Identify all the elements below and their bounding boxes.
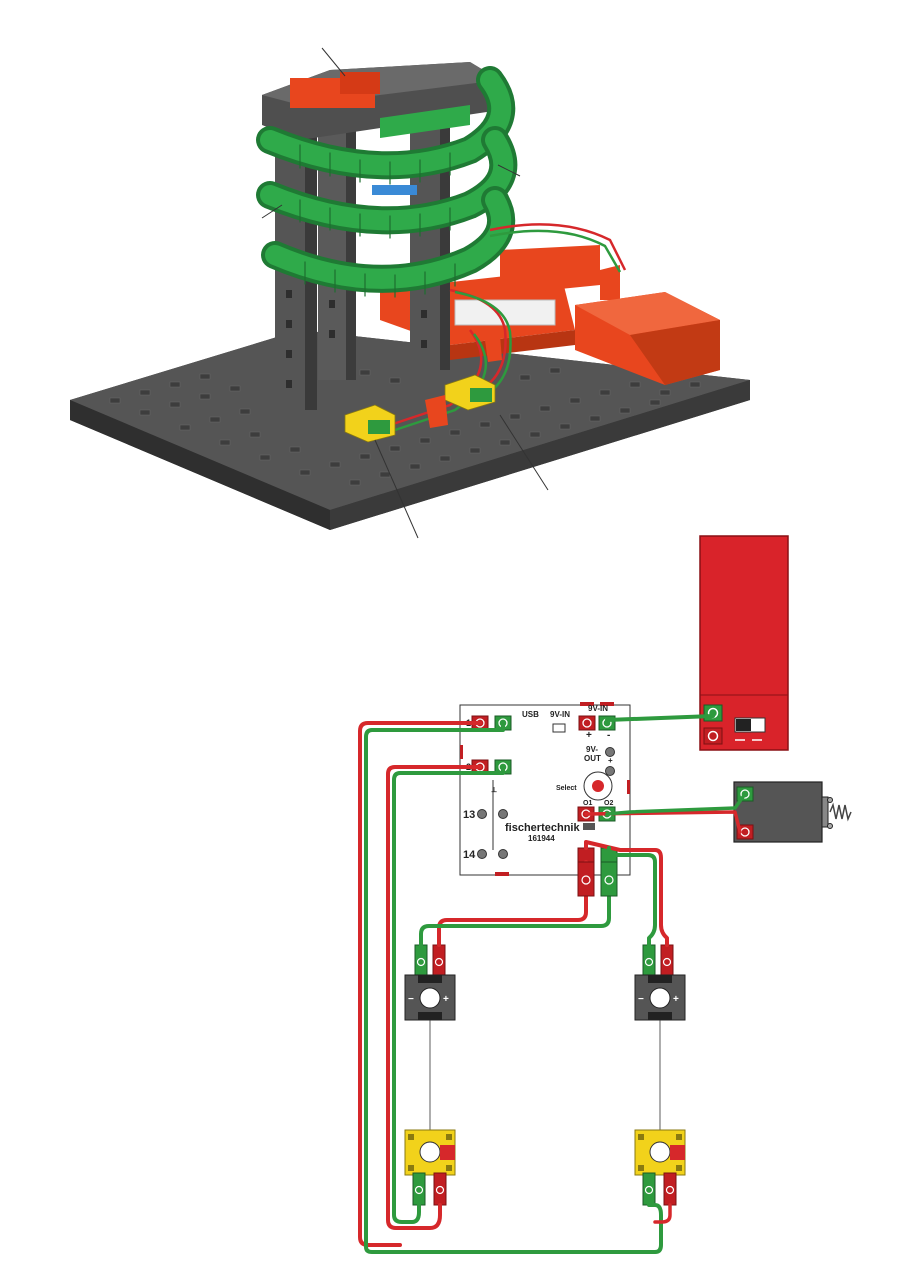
wires xyxy=(358,714,747,1254)
motor xyxy=(733,781,852,843)
wire-lamp-left-green xyxy=(419,860,611,947)
battery-pack xyxy=(699,535,789,751)
svg-text:+: + xyxy=(443,994,449,1005)
phototransistor-model-1 xyxy=(344,404,396,443)
lens-light-model xyxy=(425,395,448,428)
brand-label: fischertechnik xyxy=(505,822,580,834)
plug-tips xyxy=(577,861,618,897)
select-button[interactable] xyxy=(583,771,613,801)
input-14-ground-socket[interactable] xyxy=(498,849,508,859)
phototransistor-model-2 xyxy=(444,374,496,411)
input-13-label: 13 xyxy=(463,809,475,821)
minus-label: - xyxy=(607,730,610,741)
lens-light-model-2 xyxy=(485,335,502,362)
spring-icon xyxy=(829,802,852,822)
svg-text:+: + xyxy=(673,994,679,1005)
wire-i1-green xyxy=(364,721,663,1254)
wire-battery-green xyxy=(605,714,715,725)
vin-label: 9V-IN xyxy=(550,710,570,719)
lens-lamp-right: − + xyxy=(634,944,686,1021)
input-14-label: 14 xyxy=(463,849,476,861)
wire-motor-green xyxy=(605,792,747,816)
output-o2-label: O2 xyxy=(604,800,613,807)
output-o1-label: O1 xyxy=(583,800,592,807)
phototransistor-left xyxy=(404,1129,456,1206)
svg-text:−: − xyxy=(638,994,644,1005)
motor-socket-red[interactable] xyxy=(736,824,754,840)
top-frame xyxy=(262,62,500,195)
wire-i2-green xyxy=(392,765,505,1224)
usb-label: USB xyxy=(522,710,539,719)
battery-box-model xyxy=(575,292,720,385)
phototransistor-right xyxy=(634,1129,686,1206)
wire-lamp-right-green xyxy=(607,846,657,947)
wire-lamp-right-red xyxy=(584,840,669,947)
green-spiral-track xyxy=(256,66,518,298)
plus-label: + xyxy=(586,730,592,741)
baseplate xyxy=(70,330,750,530)
vout-socket-1[interactable] xyxy=(605,747,615,757)
part-number: 161944 xyxy=(528,834,555,843)
select-label: Select xyxy=(556,785,577,792)
input-13-ground-socket[interactable] xyxy=(498,809,508,819)
battery-socket-red[interactable] xyxy=(703,727,723,745)
wire-photo-right-red xyxy=(653,1203,672,1224)
battery-socket-green[interactable] xyxy=(703,704,723,722)
model-illustration xyxy=(70,47,750,539)
input-14-socket[interactable] xyxy=(477,849,487,859)
vout-socket-2[interactable] xyxy=(605,766,615,776)
svg-text:−: − xyxy=(408,994,414,1005)
leader-lines xyxy=(261,47,549,539)
vout2-label: OUT xyxy=(584,754,601,763)
brand-logo: fischertechnik xyxy=(505,822,595,834)
vin-socket-red[interactable] xyxy=(578,715,596,731)
lens-lamp-left: − + xyxy=(404,944,456,1021)
dc-jack-icon xyxy=(552,723,566,733)
svg-text:+: + xyxy=(608,756,613,765)
wire-i2-red xyxy=(386,765,482,1230)
output-o3-plug[interactable] xyxy=(577,847,595,863)
svg-text:⊥: ⊥ xyxy=(491,786,497,794)
slide-switch-icon xyxy=(736,719,751,731)
input-13-socket[interactable] xyxy=(477,809,487,819)
vin2-label: 9V-IN xyxy=(588,704,608,713)
vout-label: 9V- xyxy=(586,745,598,754)
